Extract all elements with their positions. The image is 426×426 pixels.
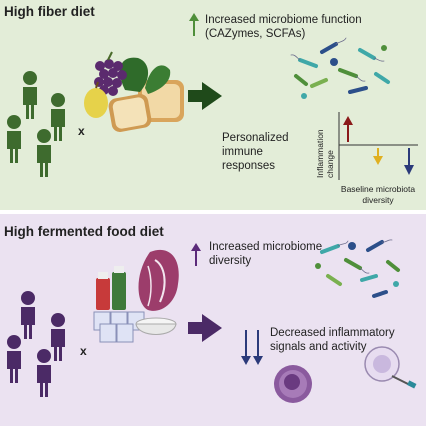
- fermented-foods-icon: [93, 249, 179, 343]
- fermented-illustration: x: [7, 239, 417, 403]
- fiber-bacteria-icon: [290, 37, 390, 99]
- fiber-foods-icon: [84, 51, 184, 132]
- high-fiber-panel: High fiber diet: [0, 0, 426, 210]
- fiber-increase-text: Increased microbiome function (CAZymes, …: [205, 14, 362, 40]
- immune-cells-icon: [274, 346, 417, 403]
- decrease-double-down-arrow-icon: [241, 330, 263, 365]
- chart-down-arrow-navy-icon: [404, 148, 414, 175]
- fiber-panel-title: High fiber diet: [4, 4, 95, 19]
- fermented-up-arrow-icon: [191, 243, 201, 266]
- fermented-decrease-text: Decreased inflammatory signals and activ…: [270, 327, 395, 353]
- chart-ylabel: Inflammation change: [315, 127, 335, 178]
- fermented-bacteria-icon: [315, 239, 400, 298]
- inflammation-chart: [338, 112, 418, 180]
- fermented-arrow-icon: [188, 314, 222, 342]
- fiber-people-group-icon: [7, 71, 65, 177]
- fermented-people-group-icon: [7, 291, 65, 397]
- fiber-up-arrow-icon: [189, 13, 199, 36]
- fiber-illustration: x Inflammation change: [7, 13, 418, 180]
- high-fermented-panel: High fermented food diet: [0, 214, 426, 426]
- fermented-panel-title: High fermented food diet: [4, 224, 164, 239]
- chart-xlabel: Baseline microbiota diversity: [340, 184, 416, 205]
- fiber-times-sign: x: [78, 124, 85, 138]
- fiber-arrow-icon: [188, 82, 222, 110]
- fermented-times-sign: x: [80, 344, 87, 358]
- chart-up-arrow-red-icon: [343, 116, 353, 142]
- fermented-increase-text: Increased microbiome diversity: [209, 241, 323, 267]
- chart-ylabel-line-2: change: [325, 150, 335, 178]
- fiber-personalized-text: Personalized immune responses: [222, 132, 289, 172]
- chart-down-arrow-yellow-icon: [373, 148, 383, 165]
- chart-ylabel-line-1: Inflammation: [315, 129, 325, 178]
